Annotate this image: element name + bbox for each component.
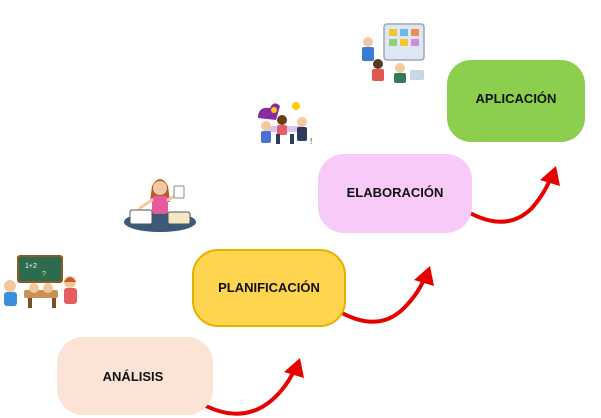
step-planificacion: PLANIFICACIÓN: [192, 249, 346, 327]
svg-text:1+2: 1+2: [25, 263, 37, 270]
step-aplicacion-label: APLICACIÓN: [475, 90, 557, 106]
step-analisis: ANÁLISIS: [57, 337, 213, 415]
presentation-board-icon: [362, 23, 425, 83]
arrow-1-icon: [204, 358, 304, 416]
classroom-icon: 1+2 ?: [4, 255, 77, 308]
step-elaboracion: ELABORACIÓN: [318, 154, 472, 233]
svg-text:!: !: [310, 137, 312, 146]
step-aplicacion: APLICACIÓN: [447, 60, 585, 142]
step-elaboracion-label: ELABORACIÓN: [346, 185, 444, 200]
team-meeting-icon: !: [258, 102, 312, 146]
arrow-3-icon: [470, 166, 560, 224]
step-analisis-label: ANÁLISIS: [102, 368, 164, 384]
step-planificacion-label: PLANIFICACIÓN: [218, 279, 320, 295]
svg-text:?: ?: [42, 271, 46, 278]
teacher-icon: [124, 179, 196, 232]
arrow-2-icon: [342, 266, 434, 324]
